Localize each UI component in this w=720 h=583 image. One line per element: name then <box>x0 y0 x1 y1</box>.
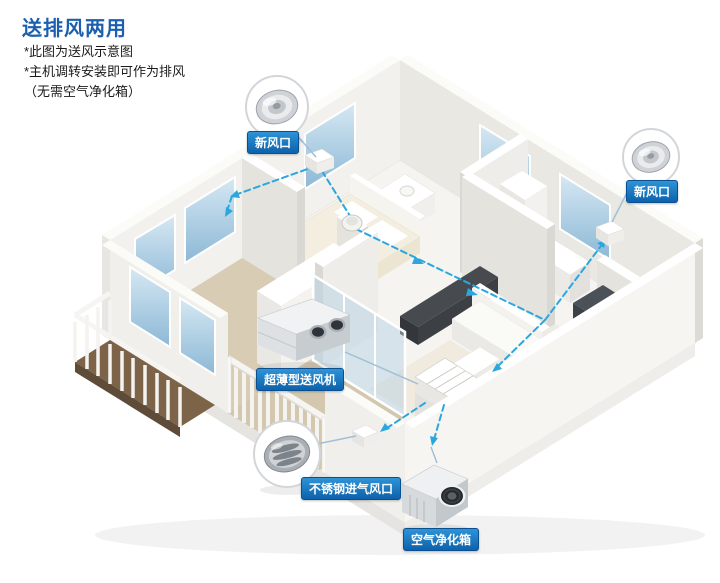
duct-network <box>225 165 605 444</box>
duct-line <box>231 165 317 197</box>
building-shadow <box>95 515 705 555</box>
slim-supply-fan-image <box>257 298 351 374</box>
fresh-air-vent-right-image <box>622 128 680 192</box>
fresh-air-vent-left-image <box>245 75 309 146</box>
page-title: 送排风两用 <box>22 18 127 40</box>
wall-diffuser-right <box>595 220 625 246</box>
front-right-wall <box>405 243 703 523</box>
duct-line <box>321 170 351 217</box>
window <box>129 265 171 349</box>
window <box>179 296 216 377</box>
airflow-arrows <box>225 190 606 446</box>
note-line: *此图为送风示意图 <box>24 44 134 59</box>
duct-line <box>355 228 546 321</box>
stainless-intake-vent-image <box>253 420 321 495</box>
label-fresh-air-right: 新风口 <box>626 180 679 203</box>
duct-line <box>432 404 445 444</box>
note-line: （无需空气净化箱） <box>24 84 142 100</box>
intake-vent-unit <box>351 424 379 448</box>
duct-line <box>383 402 426 431</box>
label-stainless-intake: 不锈钢进气风口 <box>301 477 402 500</box>
label-air-purifier: 空气净化箱 <box>403 528 480 551</box>
duct-line <box>493 319 546 371</box>
outdoor-deck <box>73 290 215 437</box>
label-fresh-air-left: 新风口 <box>247 131 300 154</box>
notes: *此图为送风示意图 *主机调转安装即可作为排风 （无需空气净化箱） <box>24 42 185 102</box>
note-line: *主机调转安装即可作为排风 <box>24 64 186 80</box>
duct-line <box>544 241 605 321</box>
ceiling-dome-unit-top <box>346 216 358 226</box>
pillow <box>364 220 408 247</box>
label-supply-fan: 超薄型送风机 <box>256 368 345 391</box>
